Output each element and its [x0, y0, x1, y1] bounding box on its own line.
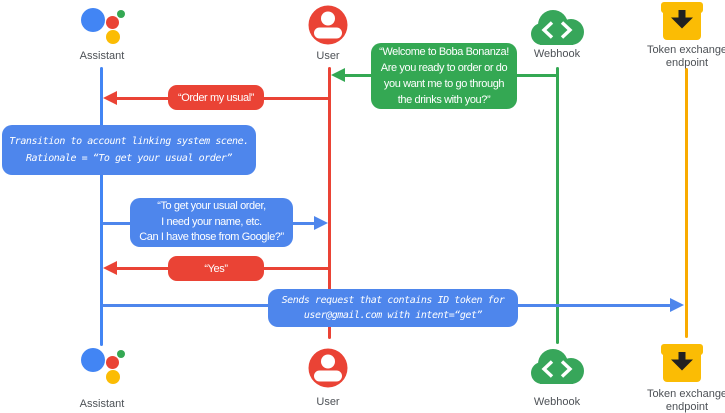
- actor-label-user: User: [316, 50, 340, 62]
- actor-label-line: Token exchange: [646, 44, 725, 56]
- bubble-line: “Order my usual”: [177, 91, 255, 104]
- bubble-line: Sends request that contains ID token for: [281, 295, 505, 306]
- lifeline-user: [328, 67, 331, 339]
- bubble-line: Can I have those from Google?”: [139, 231, 284, 244]
- note-line: Transition to account linking system sce…: [9, 136, 249, 147]
- actor-label-token-endpoint: Token exchange endpoint: [637, 44, 725, 69]
- arrow-head-left-icon: [103, 261, 117, 275]
- assistant-blue-dot: [81, 8, 105, 32]
- bubble-line: “Yes”: [204, 262, 228, 275]
- actor-label-line: endpoint: [665, 400, 709, 413]
- assistant-green-dot: [117, 350, 125, 358]
- user-icon: [308, 348, 348, 388]
- actor-label-assistant: Assistant: [79, 398, 125, 410]
- assistant-green-dot: [117, 10, 125, 18]
- lifeline-assistant: [100, 67, 103, 346]
- bubble-line: “Welcome to Boba Bonanza!: [379, 46, 509, 58]
- assistant-yellow-dot: [106, 30, 120, 44]
- actor-label-token-endpoint: Token exchange endpoint: [637, 388, 725, 413]
- actor-label-assistant: Assistant: [79, 50, 125, 62]
- lifeline-token-endpoint: [685, 68, 688, 338]
- message-bubble-order: “Order my usual”: [168, 85, 264, 110]
- message-bubble-welcome: “Welcome to Boba Bonanza! Are you ready …: [371, 43, 517, 109]
- token-endpoint-icon: [661, 344, 703, 384]
- bubble-line: the drinks with you?”: [397, 94, 491, 106]
- assistant-yellow-dot: [106, 370, 120, 384]
- assistant-logo-icon: [80, 345, 126, 385]
- lifeline-webhook: [556, 67, 559, 344]
- assistant-blue-dot: [81, 348, 105, 372]
- actor-label-user: User: [316, 396, 340, 408]
- actor-label-line: endpoint: [665, 56, 709, 69]
- bubble-line: I need your name, etc.: [161, 215, 262, 228]
- message-bubble-sends-request: Sends request that contains ID token for…: [268, 289, 518, 327]
- note-line: Rationale = “To get your usual order”: [25, 153, 233, 164]
- message-bubble-ask: “To get your usual order, I need your na…: [130, 198, 293, 247]
- note-box-transition: Transition to account linking system sce…: [2, 125, 256, 175]
- arrow-head-left-icon: [331, 68, 345, 82]
- message-bubble-yes: “Yes”: [168, 256, 264, 281]
- actor-label-webhook: Webhook: [533, 396, 581, 408]
- webhook-cloud-icon: [528, 347, 586, 387]
- assistant-red-dot: [106, 16, 119, 29]
- user-icon: [308, 5, 348, 45]
- bubble-line: Are you ready to order or do: [380, 62, 508, 74]
- token-endpoint-icon: [661, 2, 703, 42]
- arrow-head-left-icon: [103, 91, 117, 105]
- webhook-cloud-icon: [528, 8, 586, 48]
- arrow-head-right-icon: [670, 298, 684, 312]
- actor-label-line: Token exchange: [646, 388, 725, 400]
- bubble-line: you want me to go through: [383, 78, 505, 90]
- assistant-logo-icon: [80, 5, 126, 45]
- bubble-line: “To get your usual order,: [157, 200, 266, 213]
- bubble-line: user@gmail.com with intent=“get”: [303, 310, 483, 321]
- actor-label-webhook: Webhook: [533, 48, 581, 60]
- assistant-red-dot: [106, 356, 119, 369]
- arrow-head-right-icon: [314, 216, 328, 230]
